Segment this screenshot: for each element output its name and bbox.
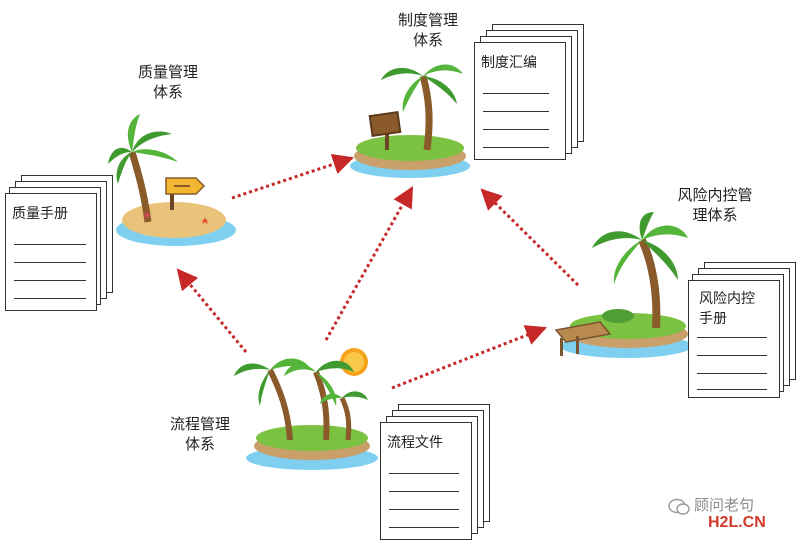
doc-front-system: 制度汇编 [474, 42, 566, 160]
doc-title-risk: 风险内控 手册 [699, 291, 755, 327]
palm-tree-icon [419, 75, 433, 151]
palm-tree-icon [267, 368, 293, 441]
watermark-site: H2L.CN [708, 514, 766, 531]
signpost-icon [170, 182, 174, 210]
arrow-quality-to-system [231, 154, 354, 200]
arrow-process-to-risk [391, 325, 547, 390]
island-risk [554, 212, 692, 358]
doc-title-quality: 质量手册 [12, 206, 68, 222]
doc-stack-risk: 风险内控 手册 [688, 262, 798, 402]
starfish-icon [143, 211, 151, 218]
doc-front-process: 流程文件 [380, 422, 472, 540]
doc-title-system: 制度汇编 [481, 55, 537, 71]
dock-icon [554, 321, 612, 356]
doc-stack-system: 制度汇编 [474, 24, 586, 164]
island-system [350, 64, 470, 178]
island-quality [108, 114, 236, 246]
doc-stack-quality: 质量手册 [5, 175, 115, 315]
doc-front-risk: 风险内控 手册 [688, 280, 780, 398]
watermark-text: 顾问老句 [694, 496, 755, 514]
label-risk: 风险内控管 理体系 [677, 186, 753, 224]
label-system: 制度管理 体系 [397, 11, 458, 49]
island-process [234, 348, 378, 470]
arrow-risk-to-system [480, 188, 580, 287]
arrow-process-to-system [324, 186, 414, 341]
label-quality: 质量管理 体系 [137, 63, 198, 101]
watermark: 顾问老句 H2L.CN [668, 494, 796, 538]
palm-tree-icon [638, 238, 661, 329]
label-process: 流程管理 体系 [169, 415, 230, 453]
doc-title-process: 流程文件 [387, 435, 443, 451]
wechat-icon [668, 498, 690, 515]
doc-front-quality: 质量手册 [5, 193, 97, 311]
signpost-icon [385, 130, 389, 150]
doc-stack-process: 流程文件 [380, 404, 492, 542]
